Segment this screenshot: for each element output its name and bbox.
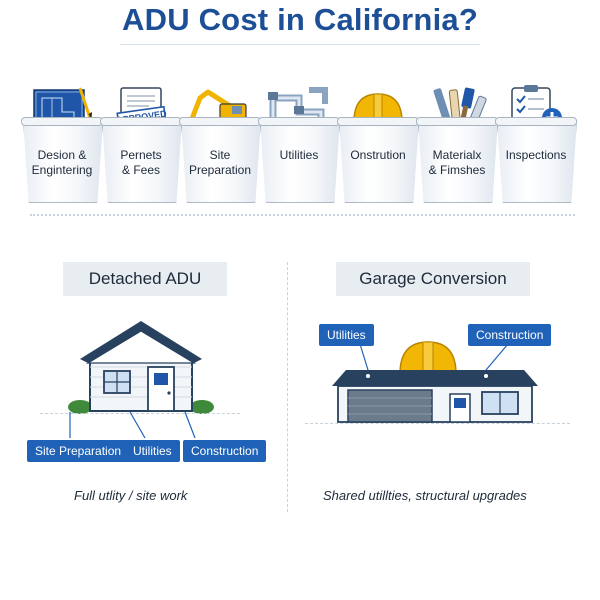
bucket-rim (179, 117, 261, 126)
bucket-body (102, 120, 182, 203)
bucket-shelf-line (30, 214, 575, 216)
pipes-icon (268, 87, 328, 124)
garage-illustration (332, 341, 538, 423)
bucket-utilities: Utilities (258, 84, 340, 204)
garage-tag-construction: Construction (468, 324, 552, 346)
bucket-rim (416, 117, 498, 126)
category-label: Site Preparation (188, 148, 252, 177)
page-title: ADU Cost in California? (122, 2, 478, 37)
bucket-permits: APPROVED Pernets & Fees (100, 84, 182, 204)
category-label: Onstrution (350, 148, 406, 162)
bucket-materials: Materialx & Fimshes (416, 84, 498, 204)
cost-category-row: Desion & Engintering APPROVED Pernets & … (0, 0, 600, 230)
category-label: Utilities (279, 148, 319, 162)
bucket-rim (495, 117, 577, 126)
bucket-rim (258, 117, 340, 126)
category-label: Materialx & Fimshes (428, 148, 486, 177)
bucket-body (181, 120, 261, 203)
detached-adu-header: Detached ADU (63, 262, 227, 296)
ground-line (40, 413, 240, 414)
ground-line (305, 423, 570, 424)
bucket-inspections: Inspections (495, 84, 577, 204)
garage-conversion-header: Garage Conversion (336, 262, 530, 296)
detached-tag-construction: Construction (183, 440, 267, 462)
detached-caption: Full utlity / site work (74, 488, 188, 503)
panel-divider (287, 262, 288, 512)
detached-house-illustration (68, 321, 214, 414)
bucket-rim (21, 117, 103, 126)
bucket-rim (337, 117, 419, 126)
detached-tag-site-preparation: Site Preparation (27, 440, 130, 462)
garage-hard-hat-icon (393, 341, 463, 379)
category-label: Desion & Engintering (31, 148, 93, 177)
bucket-design: Desion & Engintering (21, 84, 103, 204)
bucket-site-prep: Site Preparation (179, 84, 261, 204)
detached-tag-utilities: Utilities (125, 440, 180, 462)
garage-tag-utilities: Utilities (319, 324, 374, 346)
detached-connector-lines (69, 411, 196, 439)
bucket-body (339, 120, 419, 203)
category-label: Pernets & Fees (120, 148, 162, 177)
title-divider (120, 44, 480, 45)
bucket-construction: Onstrution (337, 84, 419, 204)
bucket-body (260, 120, 340, 203)
garage-caption: Shared utillties, structural upgrades (323, 488, 527, 503)
category-label: Inspections (505, 148, 567, 162)
bucket-rim (100, 117, 182, 126)
